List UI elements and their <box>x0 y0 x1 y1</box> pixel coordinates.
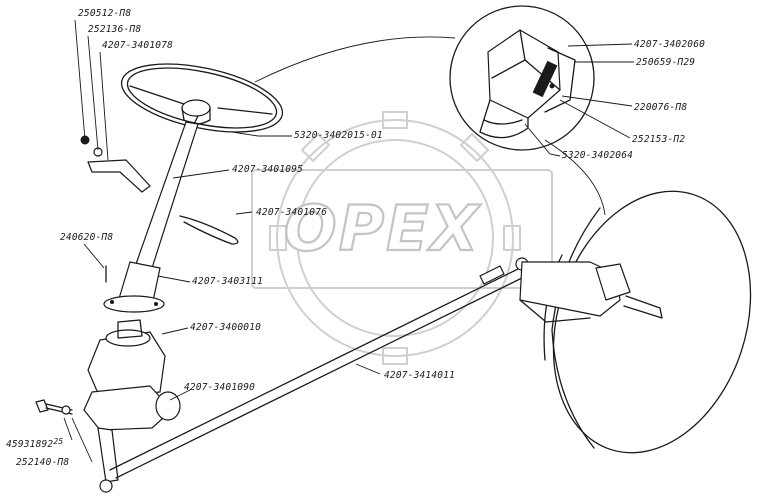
steering-column <box>103 121 199 313</box>
label-detail-ring: 220076-П8 <box>634 102 687 113</box>
label-clamp: 4207-3401076 <box>256 207 327 218</box>
label-nut-top: 250512-П8 <box>78 8 131 19</box>
label-bolt-main: 45931892 <box>6 439 53 450</box>
detail-leader-arc <box>254 36 456 83</box>
detail-magnifier <box>449 5 595 151</box>
label-washer-bottom: 252140-П8 <box>16 457 69 468</box>
label-steering-gear: 4207-3400010 <box>190 322 261 333</box>
clamp-part <box>179 215 239 245</box>
column-bracket <box>80 135 151 193</box>
steering-wheel <box>120 63 284 133</box>
label-detail-cap: 4207-3402060 <box>634 39 705 50</box>
bolt-assembly <box>35 399 73 415</box>
drag-link <box>99 257 529 493</box>
watermark-gear-icon <box>251 111 553 365</box>
watermark: OPEX <box>251 111 553 365</box>
leader-lines <box>63 19 634 463</box>
label-bolt: 4593189225 <box>6 437 63 450</box>
steering-gear <box>83 319 181 483</box>
detail-leader-arc-2 <box>544 139 606 216</box>
label-detail-hub: 5320-3402064 <box>562 150 633 161</box>
road-wheel <box>543 190 752 454</box>
watermark-text: OPEX <box>284 192 481 265</box>
label-column: 4207-3401095 <box>232 164 303 175</box>
callout-labels: 250512-П8 252136-П8 4207-3401078 5320-34… <box>6 8 705 468</box>
label-pitman-arm: 4207-3401090 <box>184 382 255 393</box>
label-drag-link: 4207-3414011 <box>384 370 455 381</box>
label-detail-screw: 252153-П2 <box>632 134 685 145</box>
label-column-housing: 4207-3403111 <box>192 276 263 287</box>
label-bolt-suffix: 25 <box>53 437 63 446</box>
label-screw-left: 240620-П8 <box>60 232 113 243</box>
label-washer-top: 252136-П8 <box>88 24 141 35</box>
label-wheel: 5320-3402015-01 <box>294 130 383 141</box>
label-detail-washer: 250659-П29 <box>636 57 695 68</box>
knuckle-arm <box>519 261 663 323</box>
label-bracket: 4207-3401078 <box>102 40 173 51</box>
